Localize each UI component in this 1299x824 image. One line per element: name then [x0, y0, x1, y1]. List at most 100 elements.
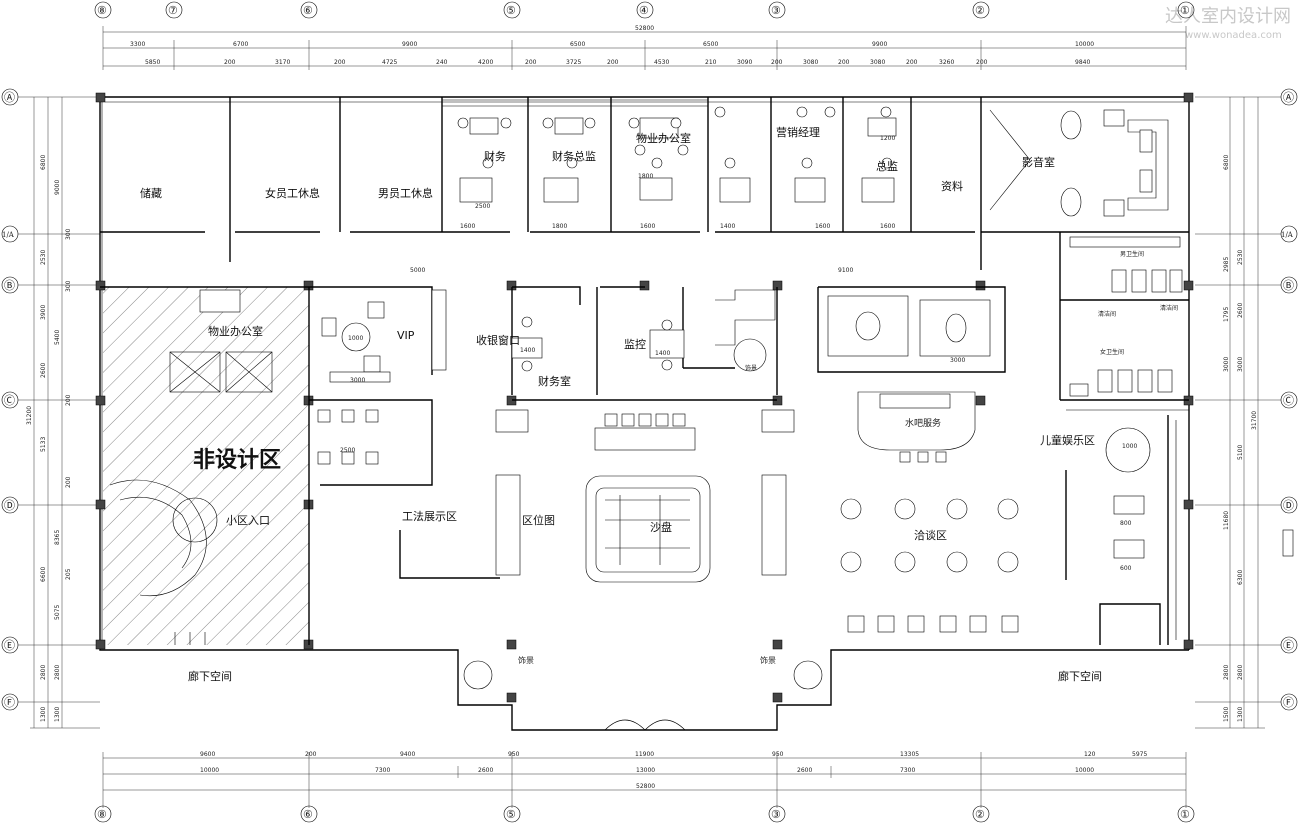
middle-partitions — [100, 232, 1189, 645]
dim-bot-r1-4: 11900 — [635, 751, 654, 758]
dim-bot-r2-3: 13000 — [636, 767, 655, 774]
left-axis: Ⓐ 1/A Ⓑ Ⓒ Ⓓ Ⓔ Ⓕ 6800 2530 3900 2600 5133… — [1, 88, 100, 729]
dim-bot-r1-2: 9400 — [400, 751, 415, 758]
non-design-label: 非设计区 — [193, 448, 281, 473]
axis-bot-8: ⑧ — [97, 808, 107, 821]
dim-top-r1-1: 6700 — [233, 41, 248, 48]
axis-top-5: ⑤ — [506, 4, 516, 17]
lounge-furniture — [827, 295, 991, 357]
room-monitor: 监控 — [624, 337, 646, 351]
dim-bot-r1-7: 120 — [1084, 751, 1096, 758]
elevator-core — [169, 289, 273, 393]
dim-left-6: 2800 — [40, 665, 47, 680]
axis-top-6: ⑥ — [303, 4, 313, 17]
top-axis-bubbles: ⑧ ⑦ ⑥ ⑤ ④ ③ ② ① — [94, 1, 1195, 19]
dim-left-in-3: 8365 — [54, 530, 61, 545]
dim-misc-8: 1600 — [460, 223, 475, 230]
axis-top-3: ③ — [771, 4, 781, 17]
dim-left-in-0: 9000 — [54, 180, 61, 195]
dim-top-r1-6: 10000 — [1075, 41, 1094, 48]
dim-left-s-1: 300 — [65, 280, 72, 292]
craft-display-label: 工法展示区 — [402, 509, 457, 523]
dim-misc-10: 1600 — [640, 223, 655, 230]
room-archive: 资料 — [941, 179, 963, 193]
interior-dims: 5000 9100 1000 3000 1400 1400 3000 1600 … — [340, 135, 1137, 572]
dim-top-r2-13: 200 — [771, 59, 783, 66]
dim-top-r2-6: 4200 — [478, 59, 493, 66]
dim-bot-r2-4: 2600 — [797, 767, 812, 774]
dim-misc-9: 1800 — [552, 223, 567, 230]
dim-top-r2-12: 3090 — [737, 59, 752, 66]
dim-misc-3: 2500 — [340, 447, 355, 454]
axis-left-b: Ⓑ — [4, 279, 15, 292]
right-axis: Ⓐ 1/A Ⓑ Ⓒ Ⓓ Ⓔ Ⓕ 6800 2985 1795 3000 1168… — [1195, 88, 1298, 729]
axis-top-1: ① — [1180, 4, 1190, 17]
entrance-label: 小区入口 — [226, 514, 270, 527]
dim-top-r2-3: 200 — [334, 59, 346, 66]
axis-right-f: Ⓕ — [1283, 696, 1294, 709]
dim-top-r2-18: 3260 — [939, 59, 954, 66]
display-wall — [399, 530, 500, 579]
dim-left-in-5: 2800 — [54, 665, 61, 680]
dim-bot-r2-0: 10000 — [200, 767, 219, 774]
dim-left-0: 6800 — [40, 155, 47, 170]
dim-top-r2-16: 3080 — [870, 59, 885, 66]
axis-left-c: Ⓒ — [4, 394, 15, 407]
dim-bot-r1-3: 950 — [508, 751, 520, 758]
dim-top-r2-14: 3080 — [803, 59, 818, 66]
dim-top-r2-0: 5850 — [145, 59, 160, 66]
axis-bot-2: ② — [975, 808, 985, 821]
negotiation-tables — [840, 498, 1019, 633]
room-female-rest: 女员工休息 — [265, 186, 320, 200]
watermark: 达人室内设计网 www.wonadea.com — [1165, 6, 1291, 41]
dim-bot-r1-1: 200 — [305, 751, 317, 758]
dim-misc-2: 1000 — [348, 335, 363, 342]
dim-bot-r2-2: 2600 — [478, 767, 493, 774]
dim-left-in-6: 1300 — [54, 707, 61, 722]
dim-bot-r2-6: 10000 — [1075, 767, 1094, 774]
dim-bot-r1-8: 5975 — [1132, 751, 1147, 758]
spiral-stair — [109, 479, 218, 597]
room-director: 总监 — [876, 159, 898, 173]
kids-area-furniture — [1105, 420, 1177, 640]
dim-misc-21: 800 — [1120, 520, 1132, 527]
decor-label-1: 饰景 — [745, 364, 757, 372]
dim-left-s-0: 300 — [65, 228, 72, 240]
axis-right-a: Ⓐ — [1283, 91, 1294, 104]
dim-right-1: 2985 — [1223, 257, 1230, 272]
sand-table-label: 沙盘 — [650, 520, 672, 534]
dim-misc-4: 9100 — [838, 267, 853, 274]
top-row-partitions — [100, 97, 1189, 233]
dim-left-7: 1300 — [40, 707, 47, 722]
dim-right-6: 1500 — [1223, 707, 1230, 722]
dim-right-3: 3000 — [1223, 357, 1230, 372]
dim-top-r2-9: 200 — [607, 59, 619, 66]
dim-bot-r1-5: 950 — [772, 751, 784, 758]
axis-top-4: ④ — [639, 4, 649, 17]
dim-left-3: 2600 — [40, 363, 47, 378]
dim-top-r2-10: 4530 — [654, 59, 669, 66]
dim-top-r2-15: 200 — [838, 59, 850, 66]
dim-right-in-6: 1300 — [1237, 707, 1244, 722]
office-furniture-top — [457, 106, 897, 203]
axis-left-1a: 1/A — [2, 231, 15, 239]
non-design-hatch — [103, 287, 309, 645]
dim-right-in-3: 5100 — [1237, 445, 1244, 460]
dim-left-in-1: 5400 — [54, 330, 61, 345]
dim-misc-12: 1600 — [815, 223, 830, 230]
axis-right-1a: 1/A — [1281, 231, 1294, 239]
dim-top-r2-11: 210 — [705, 59, 717, 66]
dim-bot-r1-6: 13305 — [900, 751, 919, 758]
room-cleaning1: 清洁间 — [1098, 310, 1116, 318]
room-kids-area: 儿童娱乐区 — [1040, 433, 1095, 447]
axis-top-7: ⑦ — [168, 4, 178, 17]
room-women-wc: 女卫生间 — [1100, 348, 1124, 356]
dim-top-r1-4: 6500 — [703, 41, 718, 48]
dim-right-in-1: 2600 — [1237, 303, 1244, 318]
axis-left-e: Ⓔ — [4, 639, 15, 652]
dim-top-r2-5: 240 — [436, 59, 448, 66]
room-vip: VIP — [397, 329, 415, 342]
legend-box — [1282, 529, 1294, 557]
room-water-bar: 水吧服务 — [905, 417, 941, 429]
top-dimensions: 52800 3300 6700 9900 6500 6500 9900 1000… — [102, 25, 1187, 70]
